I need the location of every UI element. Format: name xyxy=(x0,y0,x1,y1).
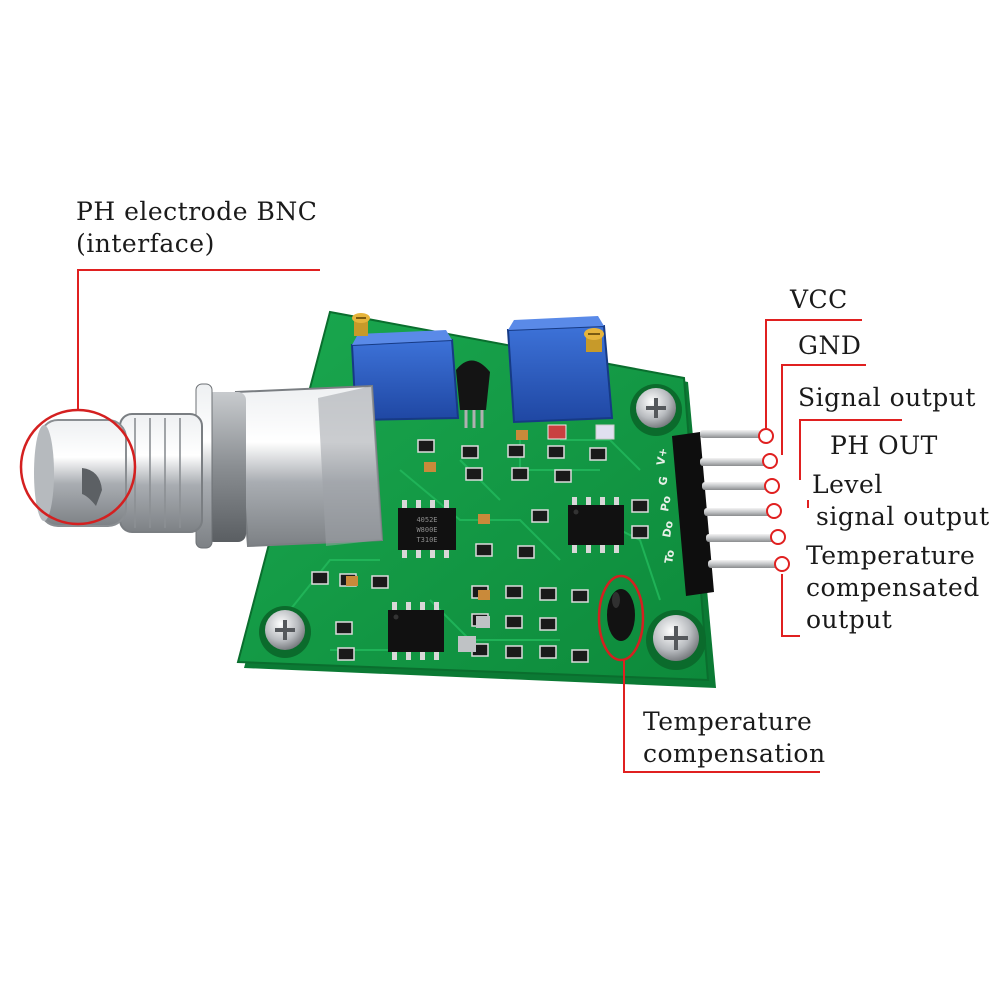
temperature-sensor-component xyxy=(607,589,635,641)
ic-chip-a: 4052E W800E T310E xyxy=(398,500,456,558)
callout-marker-bnc xyxy=(19,408,137,526)
callout-line-bnc xyxy=(77,269,320,410)
pin-label-do: Do xyxy=(660,519,676,538)
label-vcc: VCC xyxy=(790,285,848,314)
label-bnc-line1: PH electrode BNC xyxy=(76,197,318,226)
header-connector: V+ G Po Do To xyxy=(654,430,780,596)
mounting-screw-bottom-left xyxy=(259,606,311,658)
chip-marking-3: T310E xyxy=(416,536,437,544)
pin-markers xyxy=(758,428,790,572)
label-bnc-line2: (interface) xyxy=(76,229,215,258)
ic-chip-b xyxy=(568,497,624,553)
label-temp-compensation-line1: Temperature xyxy=(643,707,813,736)
pin-marker-gnd xyxy=(762,453,778,469)
mounting-screw-bottom-right xyxy=(646,610,706,670)
pin-marker-ph-out xyxy=(766,503,782,519)
label-temp-output-line3: output xyxy=(806,605,893,634)
pin-marker-vcc xyxy=(758,428,774,444)
pin-label-g: G xyxy=(656,475,670,486)
pin-label-to: To xyxy=(662,548,677,564)
label-gnd: GND xyxy=(798,331,862,360)
potentiometer-left xyxy=(350,313,460,422)
pin-marker-level xyxy=(770,529,786,545)
label-temp-compensation-line2: compensation xyxy=(643,739,826,768)
pin-label-vplus: V+ xyxy=(654,447,670,467)
label-level-signal-output: signal output xyxy=(816,502,990,531)
pin-marker-signal-output xyxy=(764,478,780,494)
callout-line-signal-output xyxy=(799,419,902,480)
callout-line-vcc xyxy=(765,319,862,430)
label-signal-output: Signal output xyxy=(798,383,976,412)
label-temp-output-line2: compensated xyxy=(806,573,980,602)
pin-marker-temp-output xyxy=(774,556,790,572)
label-temp-output-line1: Temperature xyxy=(806,541,976,570)
label-level: Level xyxy=(812,470,883,499)
callout-marker-temp-sensor xyxy=(597,574,645,662)
label-ph-out: PH OUT xyxy=(830,431,938,460)
potentiometer-right xyxy=(506,316,614,424)
callout-line-gnd xyxy=(781,364,866,455)
bnc-connector xyxy=(34,383,384,549)
ic-chip-c xyxy=(388,602,444,660)
chip-marking-1: 4052E xyxy=(416,516,437,524)
smd-components xyxy=(311,424,649,663)
callout-lines xyxy=(19,269,902,773)
callout-line-temp-output xyxy=(781,574,800,637)
transistor xyxy=(456,360,490,428)
pin-label-po: Po xyxy=(658,494,674,512)
mounting-screw-top-right xyxy=(630,384,682,436)
chip-marking-2: W800E xyxy=(416,526,437,534)
callout-line-temp-compensation xyxy=(623,660,820,773)
